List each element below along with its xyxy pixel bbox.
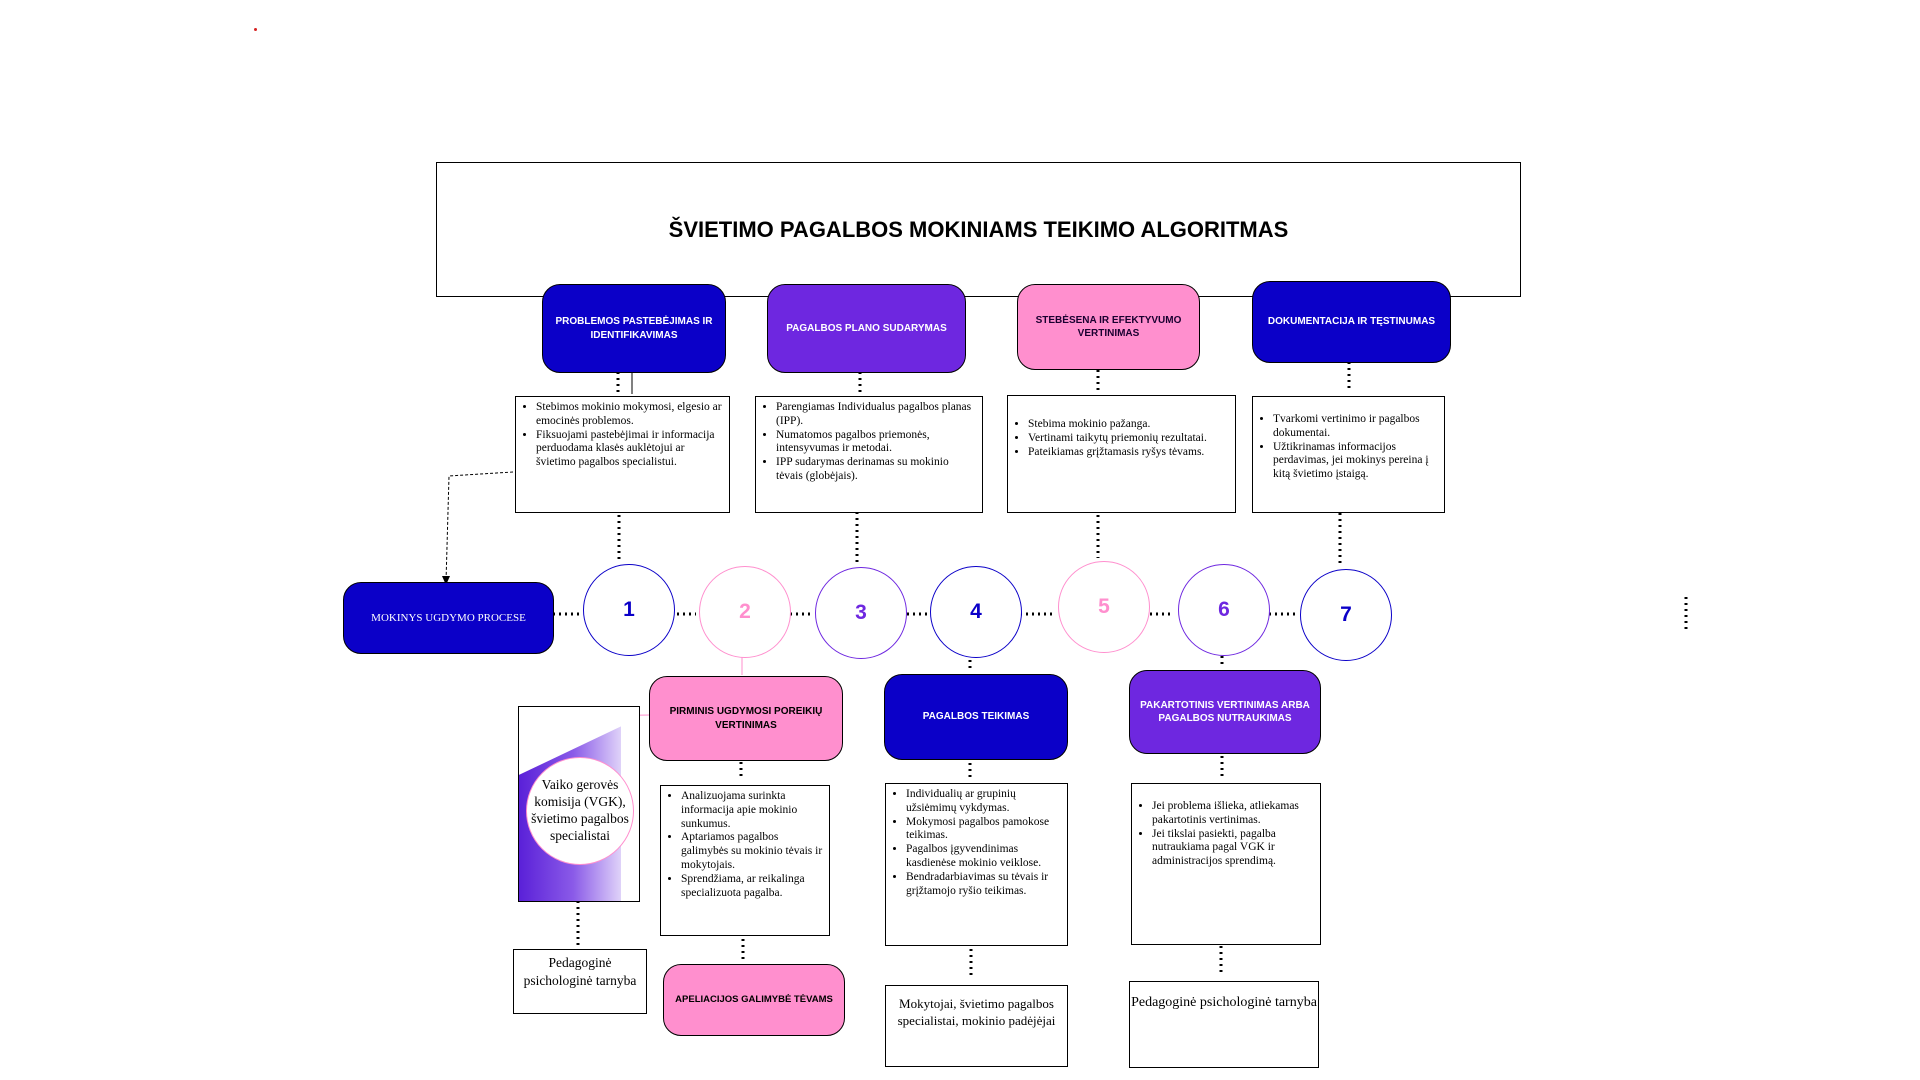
step-circle-4: 4 bbox=[930, 566, 1022, 658]
stage-box-reassessment: PAKARTOTINIS VERTINIMAS ARBA PAGALBOS NU… bbox=[1129, 670, 1321, 754]
list-item: Analizuojama surinkta informacija apie m… bbox=[681, 790, 825, 831]
step-circle-3: 3 bbox=[815, 567, 907, 659]
list-item: Parengiamas Individualus pagalbos planas… bbox=[776, 401, 978, 429]
start-box: MOKINYS UGDYMO PROCESE bbox=[343, 582, 554, 654]
stage-details-plan-preparation: Parengiamas Individualus pagalbos planas… bbox=[755, 396, 983, 513]
step-circle-1: 1 bbox=[583, 564, 675, 656]
list-item: Numatomos pagalbos priemonės, intensyvum… bbox=[776, 429, 978, 457]
stage-details-monitoring: Stebima mokinio pažanga. Vertinami taiky… bbox=[1007, 395, 1236, 513]
stage-details-documentation: Tvarkomi vertinimo ir pagalbos dokumenta… bbox=[1252, 396, 1445, 513]
connector-arrow bbox=[445, 471, 514, 583]
list-item: Pagalbos įgyvendinimas kasdienėse mokini… bbox=[906, 843, 1063, 871]
list-item: Tvarkomi vertinimo ir pagalbos dokumenta… bbox=[1273, 413, 1440, 441]
list-item: Jei problema išlieka, atliekamas pakarto… bbox=[1152, 800, 1316, 828]
list-item: Fiksuojami pastebėjimai ir informacija p… bbox=[536, 429, 725, 470]
list-item: Individualių ar grupinių užsiėmimų vykdy… bbox=[906, 788, 1063, 816]
list-item: Vertinami taikytų priemonių rezultatai. bbox=[1028, 432, 1231, 446]
stage-details-problem-identification: Stebimos mokinio mokymosi, elgesio ar em… bbox=[515, 396, 730, 513]
support-provision-actors: Mokytojai, švietimo pagalbos specialista… bbox=[885, 985, 1068, 1067]
stage-details-support-provision: Individualių ar grupinių užsiėmimų vykdy… bbox=[885, 783, 1068, 946]
stage-details-reassessment: Jei problema išlieka, atliekamas pakarto… bbox=[1131, 783, 1321, 945]
vgk-circle: Vaiko gerovės komisija (VGK), švietimo p… bbox=[526, 757, 634, 865]
reassessment-actors: Pedagoginė psichologinė tarnyba bbox=[1129, 981, 1319, 1068]
title-box: ŠVIETIMO PAGALBOS MOKINIAMS TEIKIMO ALGO… bbox=[436, 162, 1521, 297]
list-item: Bendradarbiavimas su tėvais ir grįžtamoj… bbox=[906, 871, 1063, 899]
marker-dot bbox=[254, 28, 257, 31]
list-item: Užtikrinamas informacijos perdavimas, je… bbox=[1273, 441, 1440, 482]
list-item: Mokymosi pagalbos pamokose teikimas. bbox=[906, 816, 1063, 844]
list-item: Aptariamos pagalbos galimybės su mokinio… bbox=[681, 831, 825, 872]
list-item: Sprendžiama, ar reikalinga specializuota… bbox=[681, 873, 825, 901]
stage-box-support-provision: PAGALBOS TEIKIMAS bbox=[884, 674, 1068, 760]
step-circle-6: 6 bbox=[1178, 564, 1270, 656]
stage-box-initial-assessment: PIRMINIS UGDYMOSI POREIKIŲ VERTINIMAS bbox=[649, 676, 843, 761]
diagram-title: ŠVIETIMO PAGALBOS MOKINIAMS TEIKIMO ALGO… bbox=[668, 216, 1289, 242]
step-circle-5: 5 bbox=[1058, 561, 1150, 653]
appeal-box: APELIACIJOS GALIMYBĖ TĖVAMS bbox=[663, 964, 845, 1036]
step-circle-7: 7 bbox=[1300, 569, 1392, 661]
list-item: IPP sudarymas derinamas su mokinio tėvai… bbox=[776, 456, 978, 484]
stage-box-problem-identification: PROBLEMOS PASTEBĖJIMAS IR IDENTIFIKAVIMA… bbox=[542, 284, 726, 373]
list-item: Jei tikslai pasiekti, pagalba nutraukiam… bbox=[1152, 828, 1316, 869]
list-item: Pateikiamas grįžtamasis ryšys tėvams. bbox=[1028, 446, 1231, 460]
vgk-actors: Pedagoginė psichologinė tarnyba bbox=[513, 949, 647, 1014]
stage-box-documentation: DOKUMENTACIJA IR TĘSTINUMAS bbox=[1252, 281, 1451, 363]
step-circle-2: 2 bbox=[699, 566, 791, 658]
list-item: Stebima mokinio pažanga. bbox=[1028, 418, 1231, 432]
stage-box-plan-preparation: PAGALBOS PLANO SUDARYMAS bbox=[767, 284, 966, 373]
stage-details-initial-assessment: Analizuojama surinkta informacija apie m… bbox=[660, 785, 830, 936]
stage-box-monitoring: STEBĖSENA IR EFEKTYVUMO VERTINIMAS bbox=[1017, 284, 1200, 370]
list-item: Stebimos mokinio mokymosi, elgesio ar em… bbox=[536, 401, 725, 429]
